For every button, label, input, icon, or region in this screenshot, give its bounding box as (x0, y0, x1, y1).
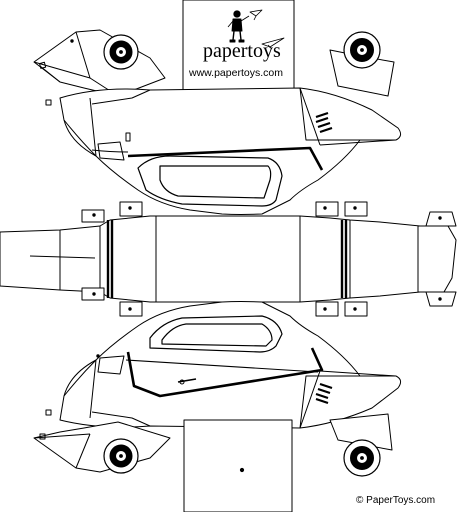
wheel-flap-top-right (329, 31, 395, 97)
body-side-panel-lower (45, 301, 402, 429)
brand-label-panel: papertoys www.papertoys.com (182, 0, 295, 91)
paper-boy-icon (227, 10, 250, 43)
paper-plane-icon (261, 37, 285, 50)
body-side-panel-upper (45, 87, 402, 215)
paper-plane-icon (249, 9, 263, 21)
wheel-flap-top-left (33, 29, 166, 97)
chassis-center (0, 201, 457, 317)
brand-url: www.papertoys.com (188, 67, 283, 79)
bottom-floor-panel (183, 419, 293, 512)
brand-title: papertoys (203, 40, 281, 62)
wheel-flap-bottom-left (33, 421, 171, 474)
copyright-text: © PaperToys.com (356, 495, 435, 506)
wheel-flap-bottom-right (329, 413, 393, 477)
